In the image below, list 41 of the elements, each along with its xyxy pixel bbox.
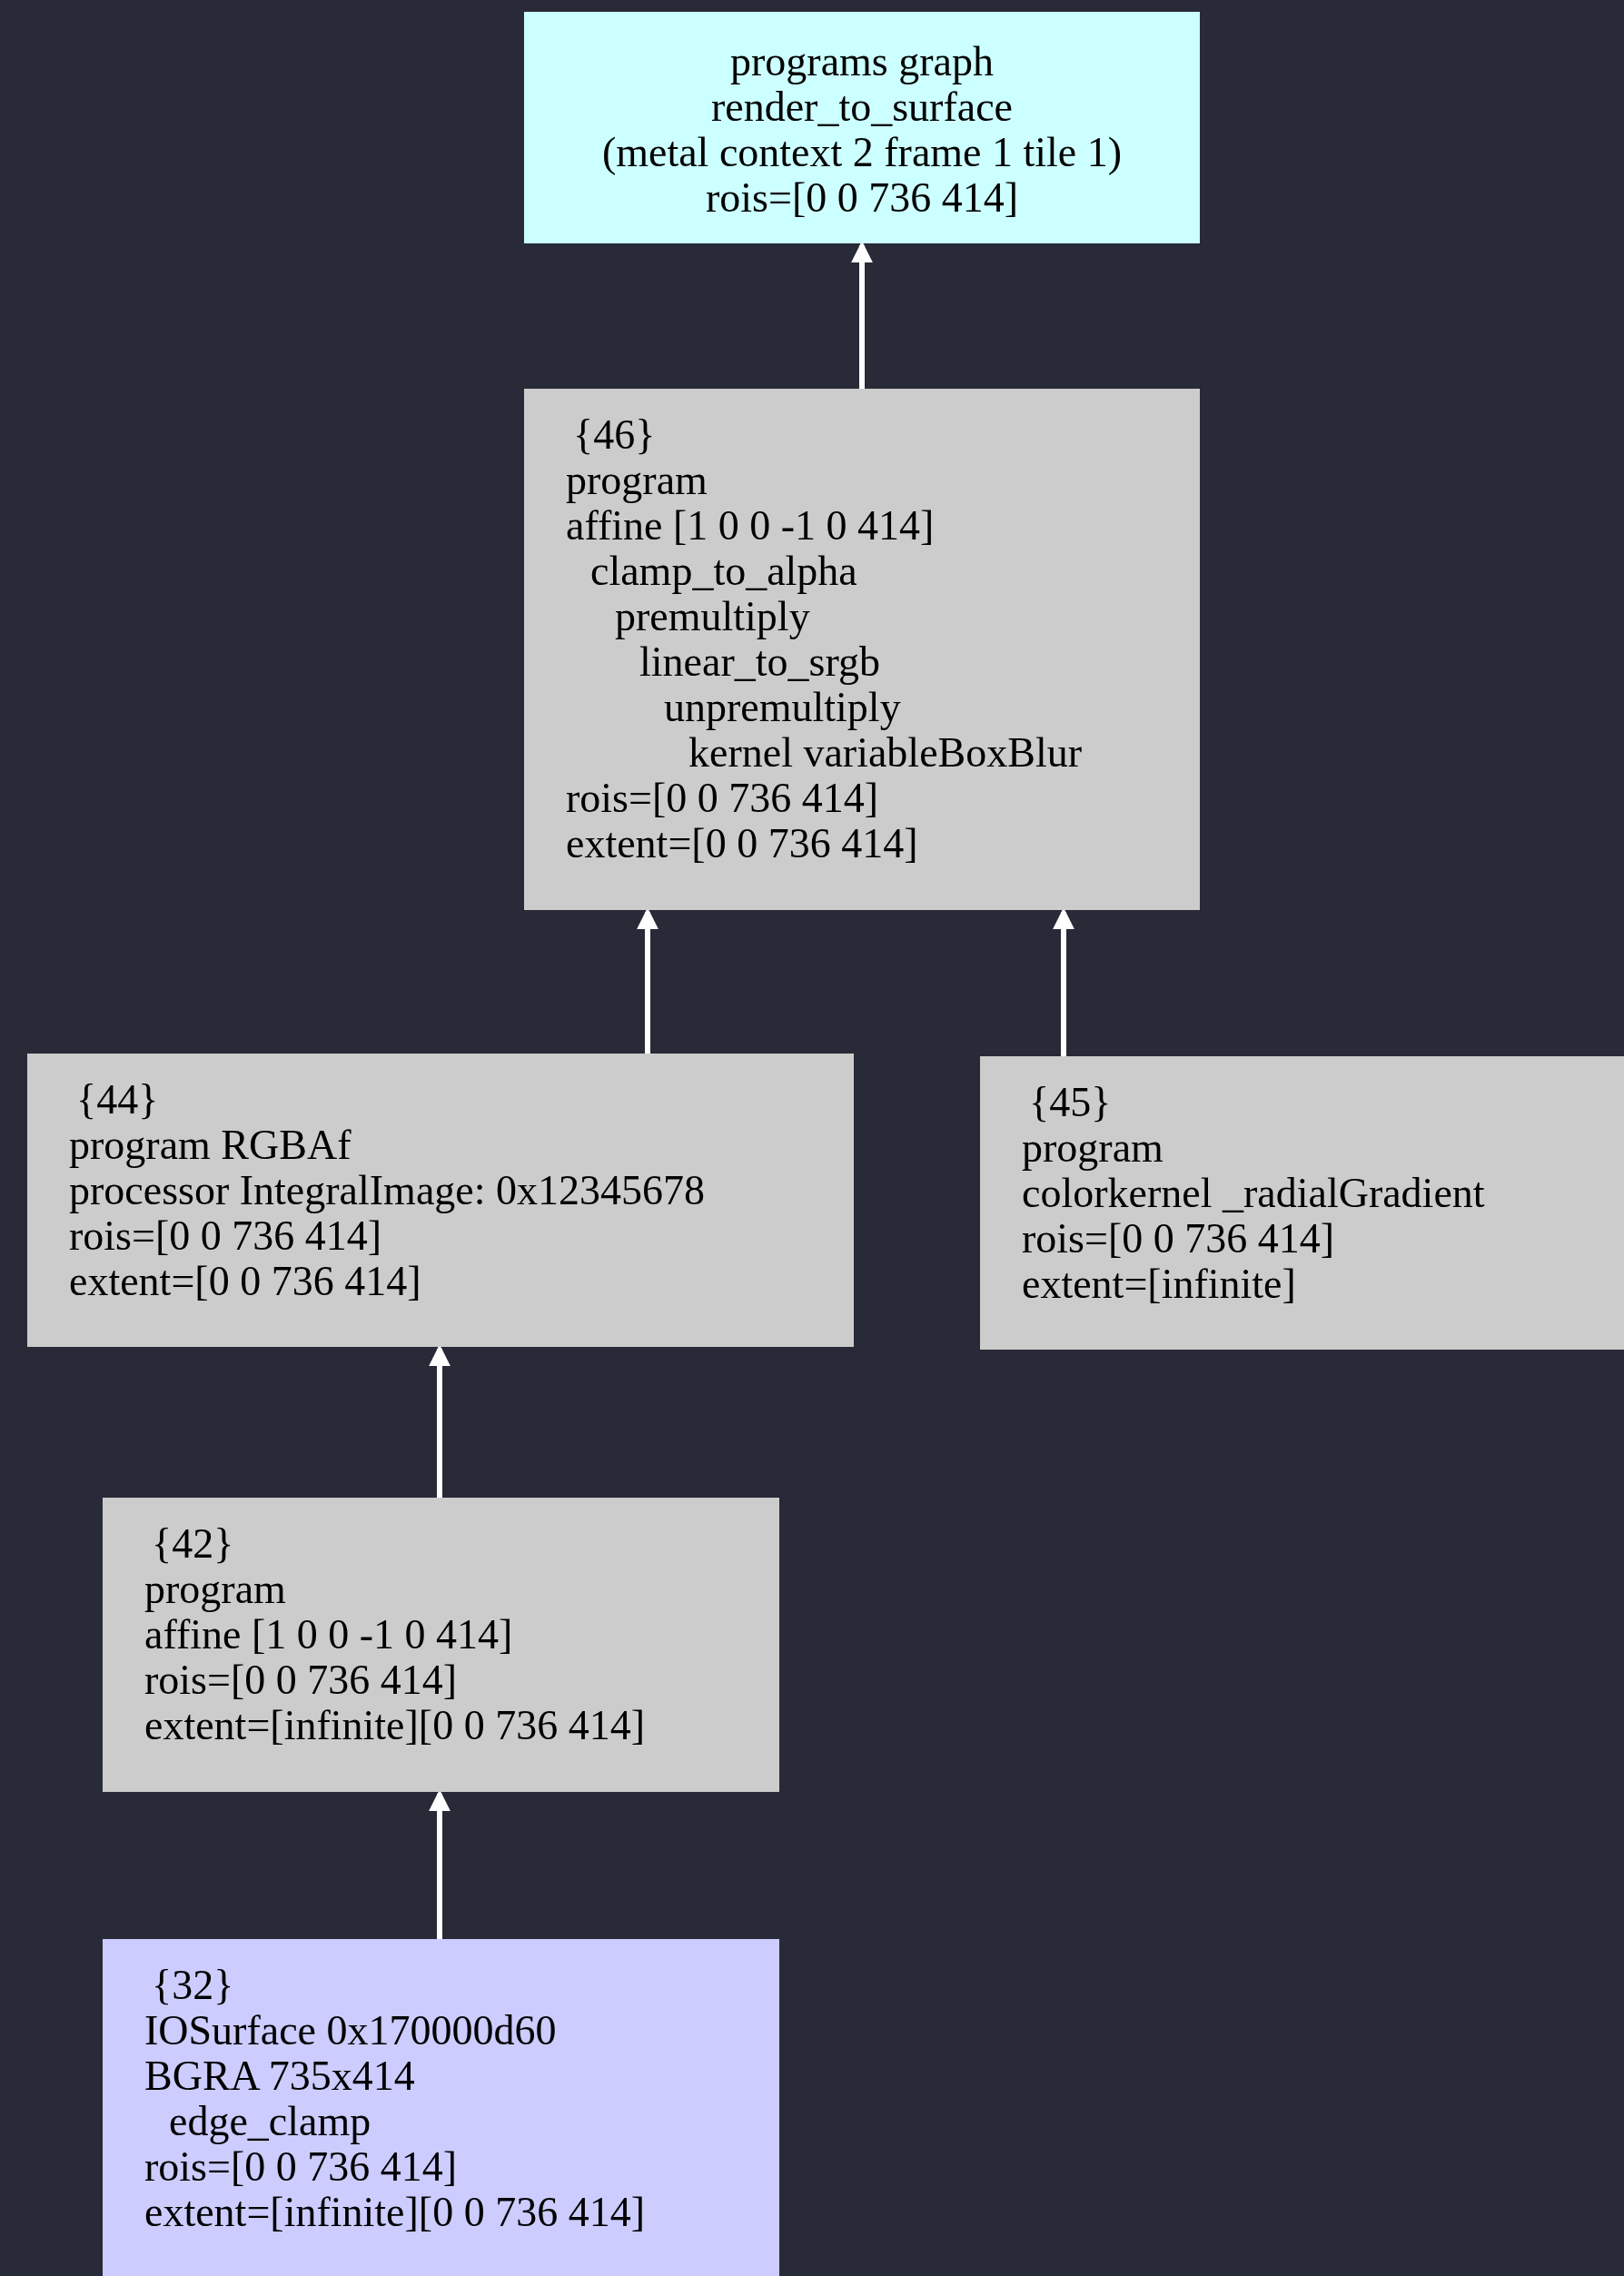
node-text: linear_to_srgb — [639, 639, 880, 685]
node-text: edge_clamp — [169, 2099, 371, 2144]
node-text: premultiply — [615, 594, 810, 639]
node-text: rois=[0 0 736 414] — [144, 1658, 458, 1703]
node-id-text: {44} — [76, 1077, 159, 1123]
node-text: rois=[0 0 736 414] — [705, 175, 1019, 221]
program-node-box — [980, 1056, 1624, 1350]
node-text: program — [566, 458, 708, 503]
program-node-box — [524, 12, 1200, 243]
node-text: programs graph — [730, 39, 994, 84]
node-text: BGRA 735x414 — [144, 2053, 415, 2099]
node-text: extent=[infinite][0 0 736 414] — [144, 2190, 645, 2235]
node-text: render_to_surface — [710, 84, 1013, 130]
node-text: rois=[0 0 736 414] — [69, 1213, 382, 1259]
node-text: kernel variableBoxBlur — [688, 730, 1083, 776]
node-text: extent=[0 0 736 414] — [69, 1259, 421, 1304]
node-id-text: {42} — [152, 1521, 234, 1567]
node-text: extent=[infinite][0 0 736 414] — [144, 1703, 645, 1748]
node-id-text: {45} — [1029, 1080, 1112, 1125]
node-text: IOSurface 0x170000d60 — [144, 2008, 557, 2053]
program-node-box — [27, 1054, 854, 1347]
node-text: affine [1 0 0 -1 0 414] — [566, 503, 935, 549]
node-text: program — [1022, 1125, 1164, 1171]
node-text: program — [144, 1567, 286, 1612]
node-text: affine [1 0 0 -1 0 414] — [144, 1612, 513, 1658]
program-node-box — [103, 1939, 779, 2276]
program-node-box — [103, 1498, 779, 1792]
node-text: (metal context 2 frame 1 tile 1) — [601, 130, 1123, 175]
program-node-box — [524, 389, 1200, 910]
node-text: program RGBAf — [69, 1123, 352, 1168]
node-text: unpremultiply — [664, 685, 901, 730]
node-text: extent=[infinite] — [1022, 1262, 1296, 1307]
node-text: rois=[0 0 736 414] — [144, 2144, 458, 2190]
node-text: extent=[0 0 736 414] — [566, 821, 918, 866]
node-text: colorkernel _radialGradient — [1022, 1171, 1485, 1216]
node-text: clamp_to_alpha — [590, 549, 857, 594]
node-text: processor IntegralImage: 0x12345678 — [69, 1168, 706, 1213]
node-text: rois=[0 0 736 414] — [566, 776, 879, 821]
node-id-text: {32} — [152, 1963, 234, 2008]
node-text: rois=[0 0 736 414] — [1022, 1216, 1335, 1262]
node-id-text: {46} — [573, 412, 656, 458]
